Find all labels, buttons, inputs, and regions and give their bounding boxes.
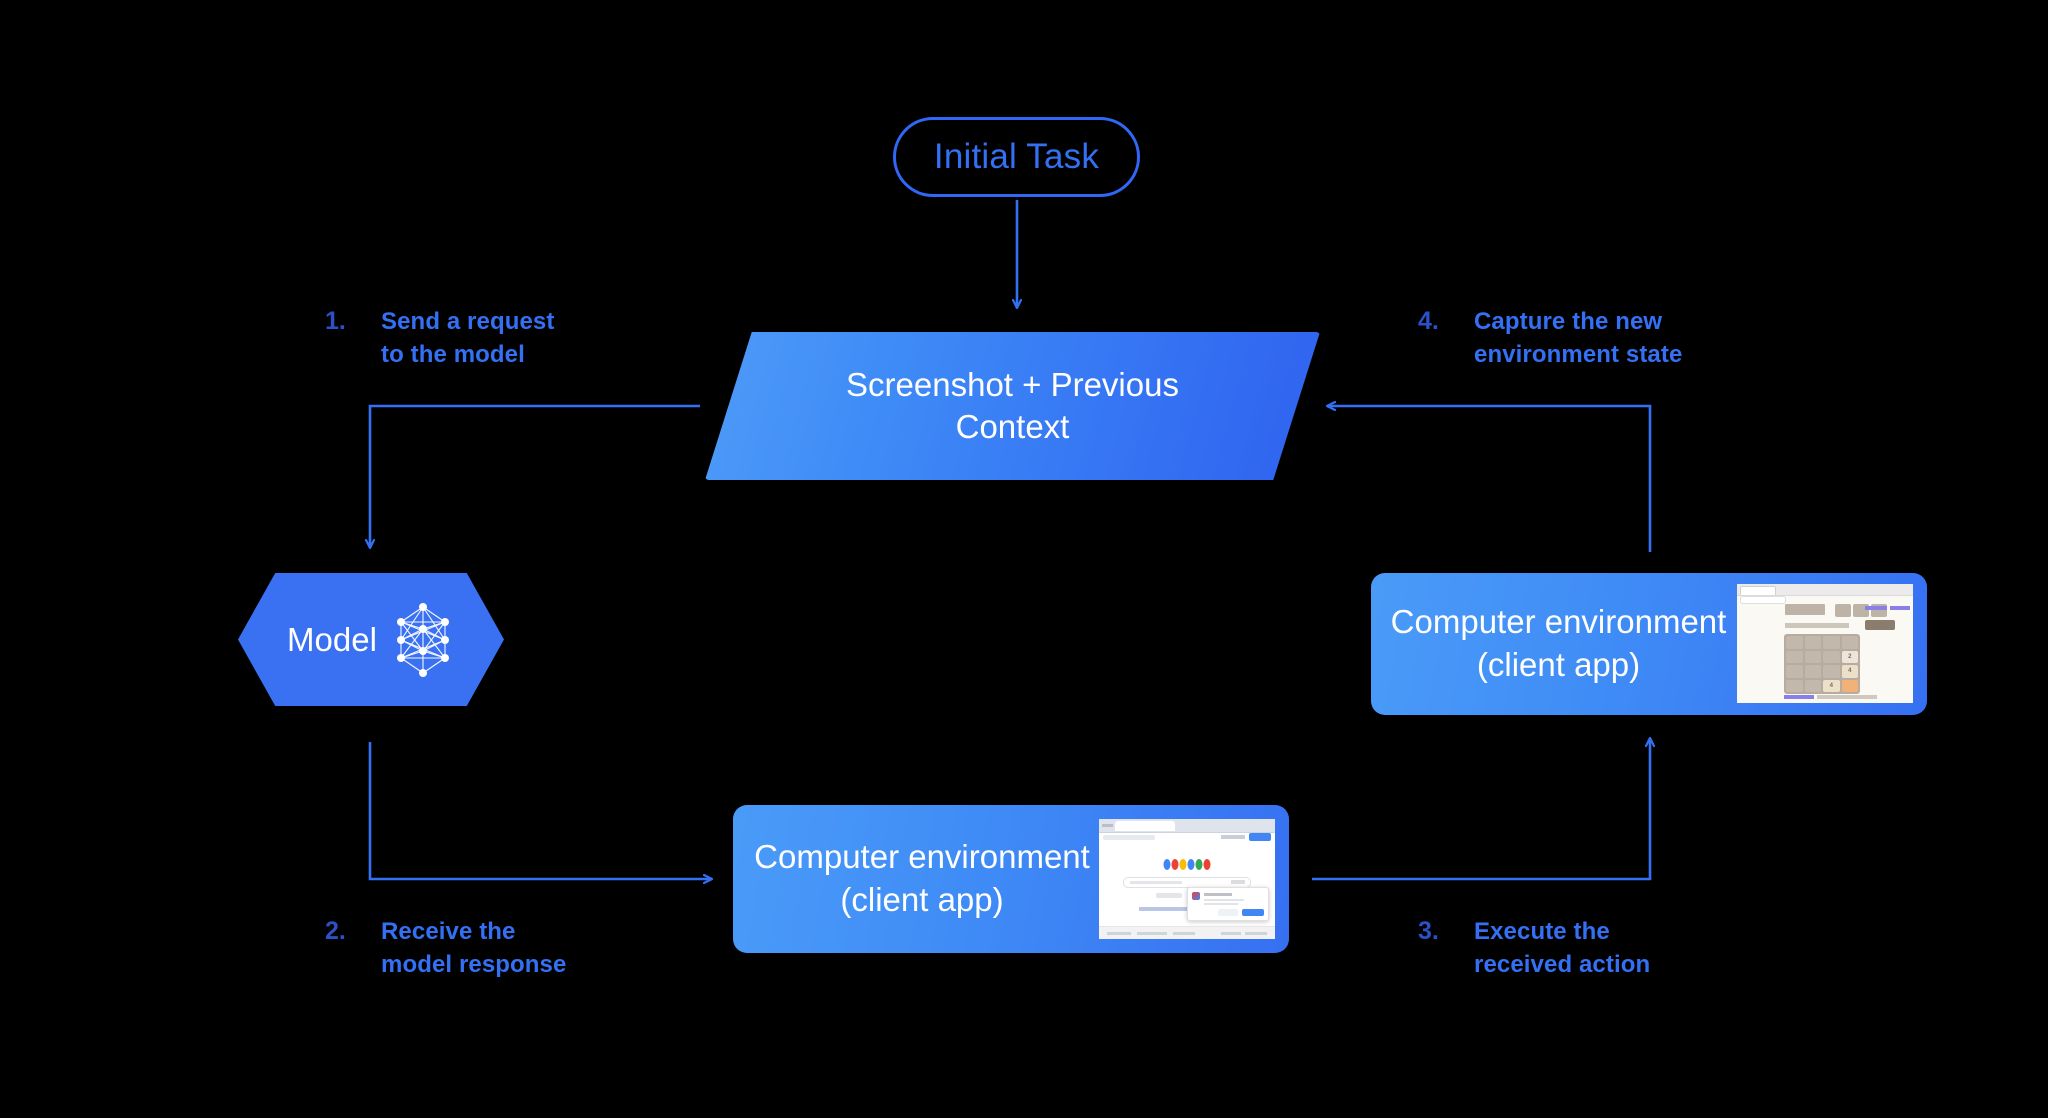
step-3-number: 3. (1418, 917, 1439, 945)
how-to-play-text (1785, 623, 1849, 628)
step-label-2: 2. Receive the model response (325, 915, 566, 981)
header-links (1221, 835, 1245, 839)
tile (1786, 665, 1803, 678)
game-board[interactable]: 2 4 4 (1784, 634, 1860, 694)
tile-2: 2 (1841, 650, 1858, 663)
tile-8 (1841, 679, 1858, 692)
tile (1804, 650, 1821, 663)
score-box (1835, 604, 1851, 617)
initial-task-label: Initial Task (933, 137, 1100, 176)
initial-task-node[interactable]: Initial Task (893, 117, 1140, 197)
context-node-line1: Screenshot + Previous (846, 366, 1179, 404)
browser-address-bar (1103, 835, 1155, 840)
sign-in-button[interactable] (1249, 833, 1271, 841)
tile (1823, 636, 1840, 649)
step-4-text: Capture the new environment state (1474, 308, 1683, 369)
step-1-text: Send a request to the model (381, 308, 555, 369)
step-2-text: Receive the model response (381, 918, 567, 979)
tile (1786, 650, 1803, 663)
context-node-line2: Context (955, 408, 1070, 445)
env-bottom-text: Computer environment (client app) (741, 805, 1103, 953)
model-node-label: Model (287, 620, 377, 658)
context-node-text: Screenshot + Previous Context (705, 332, 1320, 480)
dialog-title (1204, 893, 1232, 896)
dialog-body-line (1204, 899, 1244, 901)
window-controls (1102, 824, 1113, 827)
browser-top-bar (1737, 584, 1913, 596)
computer-environment-right-node[interactable]: Computer environment (client app) (1371, 573, 1927, 715)
thumbnail-2048-game: 2 4 4 (1737, 584, 1913, 703)
env-bottom-line2: (client app) (840, 881, 1004, 918)
tile-4: 4 (1841, 665, 1858, 678)
tile (1823, 665, 1840, 678)
dialog-secondary-button[interactable] (1218, 909, 1238, 916)
computer-environment-bottom-node[interactable]: Computer environment (client app) (733, 805, 1289, 953)
tile (1804, 665, 1821, 678)
neural-network-icon (396, 602, 449, 677)
browser-tab (1115, 821, 1175, 831)
game-link-a[interactable] (1865, 606, 1887, 610)
dialog-body-line (1204, 903, 1238, 905)
footer-link[interactable] (1784, 695, 1814, 699)
game-link-b[interactable] (1890, 606, 1910, 610)
page-footer (1099, 926, 1275, 939)
google-logo (1163, 859, 1211, 870)
tile (1804, 679, 1821, 692)
env-right-line1: Computer environment (1390, 603, 1727, 641)
step-3-text: Execute the received action (1474, 918, 1651, 979)
env-bottom-line1: Computer environment (754, 838, 1090, 876)
tile (1786, 636, 1803, 649)
tile (1786, 679, 1803, 692)
browser-address-bar (1740, 596, 1786, 604)
arrow-context-to-model (370, 404, 700, 548)
env-right-line2: (client app) (1476, 646, 1641, 683)
game-2048-brand (1785, 604, 1825, 615)
tile (1823, 650, 1840, 663)
model-node-shape (238, 573, 504, 706)
context-node[interactable]: Screenshot + Previous Context (705, 332, 1320, 480)
step-2-number: 2. (325, 917, 346, 945)
search-icons (1231, 880, 1245, 884)
popup-dialog[interactable] (1187, 887, 1269, 921)
step-1-number: 1. (325, 307, 346, 335)
step-4-number: 4. (1418, 307, 1439, 335)
tile (1804, 636, 1821, 649)
step-label-4: 4. Capture the new environment state (1418, 305, 1682, 371)
search-placeholder (1130, 881, 1182, 884)
step-label-1: 1. Send a request to the model (325, 305, 554, 371)
dialog-icon (1192, 892, 1200, 900)
thumbnail-google-search (1099, 819, 1275, 939)
step-label-3: 3. Execute the received action (1418, 915, 1650, 981)
tile-4: 4 (1823, 679, 1840, 692)
arrow-env-right-to-context (1327, 406, 1652, 552)
browser-tab (1740, 586, 1776, 595)
arrow-model-to-env-bottom (368, 742, 712, 879)
arrow-env-bottom-to-env-right (1312, 738, 1650, 881)
footer-text (1817, 695, 1877, 699)
model-node[interactable]: Model (238, 573, 504, 706)
tile (1841, 636, 1858, 649)
env-right-text: Computer environment (client app) (1381, 573, 1736, 715)
new-game-button[interactable] (1865, 620, 1895, 630)
context-node-shape (705, 332, 1320, 480)
dialog-primary-button[interactable] (1242, 909, 1264, 916)
